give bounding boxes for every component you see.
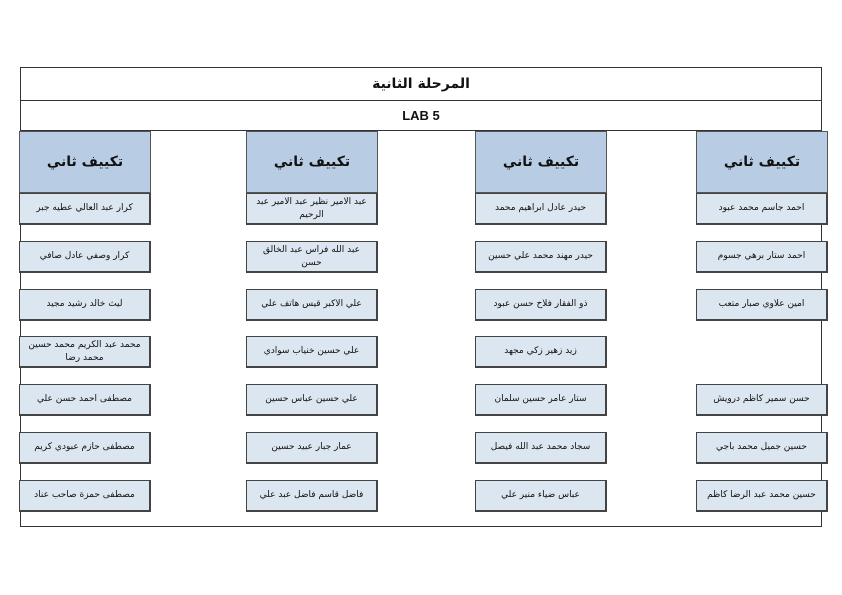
student-name-cell: زيد زهير زكي مجهد xyxy=(475,336,607,368)
column-header: تكييف ثاني xyxy=(19,131,151,193)
student-name-cell: احمد ستار برهي جسوم xyxy=(696,241,828,273)
student-name-cell: حسن سمير كاظم درويش xyxy=(696,384,828,416)
student-name-cell: حسين محمد عبد الرضا كاظم xyxy=(696,480,828,512)
student-name-cell: عبد الامير نظير عبد الامير عبد الرحيم xyxy=(246,193,378,225)
student-name-cell: كرار وصفي عادل صافي xyxy=(19,241,151,273)
student-name-cell: احمد جاسم محمد عبود xyxy=(696,193,828,225)
student-name-cell: فاضل قاسم فاضل عبد علي xyxy=(246,480,378,512)
column-header: تكييف ثاني xyxy=(246,131,378,193)
student-name-cell: مصطفى حازم عبودي كريم xyxy=(19,432,151,464)
student-name-cell: علي الاكبر قيس هاتف علي xyxy=(246,289,378,321)
student-name-cell: ذو الفقار فلاح حسن عبود xyxy=(475,289,607,321)
student-name-cell: ليث خالد رشيد مجيد xyxy=(19,289,151,321)
student-name-cell: علي حسين عباس حسين xyxy=(246,384,378,416)
student-name-cell: محمد عبد الكريم محمد حسين محمد رضا xyxy=(19,336,151,368)
student-name-cell: عباس ضياء منير علي xyxy=(475,480,607,512)
student-name-cell: ستار عامر حسين سلمان xyxy=(475,384,607,416)
student-name-cell: علي حسين خنياب سوادي xyxy=(246,336,378,368)
student-name-cell: عبد الله فراس عبد الخالق حسن xyxy=(246,241,378,273)
lab-title: LAB 5 xyxy=(21,100,821,131)
student-name-cell: مصطفى احمد حسن علي xyxy=(19,384,151,416)
student-name-cell: كرار عبد العالي عطيه جبر xyxy=(19,193,151,225)
student-name-cell: مصطفى حمزة صاحب عناد xyxy=(19,480,151,512)
stage-title: المرحلة الثانية xyxy=(21,68,821,101)
column-header: تكييف ثاني xyxy=(475,131,607,193)
student-name-cell: حيدر مهند محمد علي حسين xyxy=(475,241,607,273)
student-name-cell: حيدر عادل ابراهيم محمد xyxy=(475,193,607,225)
student-name-cell: امين علاوي صبار متعب xyxy=(696,289,828,321)
student-name-cell: سجاد محمد عبد الله فيصل xyxy=(475,432,607,464)
column-header: تكييف ثاني xyxy=(696,131,828,193)
student-name-cell: حسين جميل محمد باجي xyxy=(696,432,828,464)
student-name-cell: عمار جبار عبيد حسين xyxy=(246,432,378,464)
